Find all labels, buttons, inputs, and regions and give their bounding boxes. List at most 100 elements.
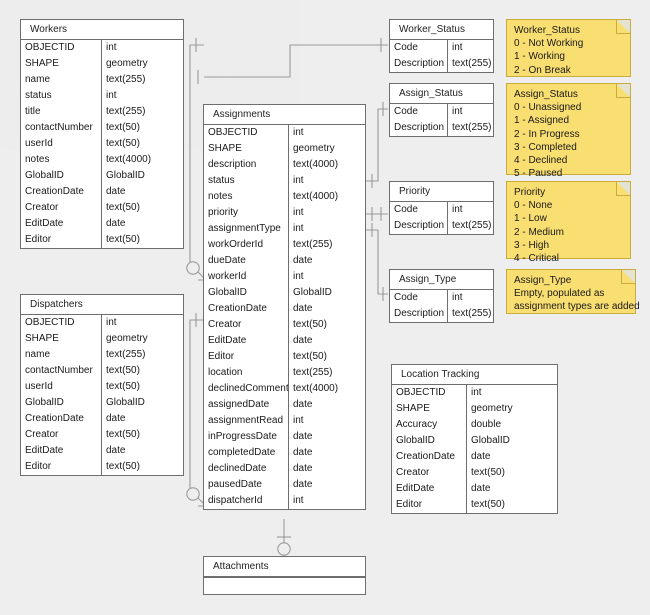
note-line: assignment types are added — [514, 301, 640, 313]
entity-title-priority: Priority — [390, 182, 493, 202]
note-heading: Priority — [514, 187, 546, 198]
note-line: 1 - Assigned — [514, 115, 570, 127]
entity-attachments[interactable]: Attachments — [203, 556, 366, 595]
field-name: OBJECTID — [21, 315, 102, 331]
field-type: text(50) — [471, 467, 505, 478]
field-type: int — [293, 495, 304, 506]
field-name: Editor — [21, 459, 102, 475]
field-type: geometry — [106, 58, 148, 69]
note-fold-corner-icon — [621, 270, 635, 284]
field-type: int — [452, 204, 463, 215]
field-name: name — [21, 347, 102, 363]
field-type: int — [106, 90, 117, 101]
field-name: assignmentType — [204, 221, 289, 237]
entity-title-assign-type: Assign_Type — [390, 270, 493, 290]
field-row: SHAPE geometry — [392, 401, 557, 417]
field-type: text(4000) — [293, 191, 339, 202]
field-type: text(50) — [106, 122, 140, 133]
field-name: Code — [390, 104, 448, 120]
field-name: name — [21, 72, 102, 88]
field-type: text(255) — [106, 74, 146, 85]
field-name: Code — [390, 40, 448, 56]
field-name: Description — [390, 306, 448, 322]
field-name: completedDate — [204, 445, 289, 461]
field-name: Creator — [392, 465, 467, 481]
field-type: int — [293, 127, 304, 138]
field-type: text(50) — [106, 365, 140, 376]
field-type: date — [106, 218, 126, 229]
field-type: date — [293, 447, 313, 458]
field-name: Description — [390, 56, 448, 72]
field-type: text(4000) — [293, 159, 339, 170]
field-name: SHAPE — [392, 401, 467, 417]
field-name: EditDate — [21, 216, 102, 232]
field-name: EditDate — [204, 333, 289, 349]
field-name: declinedComment — [204, 381, 289, 397]
field-type: GlobalID — [293, 287, 332, 298]
note-fold-corner-icon — [616, 182, 630, 196]
field-name: GlobalID — [392, 433, 467, 449]
note-line: 4 - Critical — [514, 253, 560, 265]
field-row: SHAPE geometry — [21, 56, 183, 72]
field-type: GlobalID — [471, 435, 510, 446]
note-line: Empty, populated as — [514, 288, 605, 300]
field-name: SHAPE — [21, 331, 102, 347]
field-name: description — [204, 157, 289, 173]
entity-title-attachments: Attachments — [204, 557, 365, 577]
note-line: 2 - In Progress — [514, 128, 580, 140]
field-name: Description — [390, 120, 448, 136]
field-name: GlobalID — [21, 168, 102, 184]
field-name: Code — [390, 290, 448, 306]
field-name: contactNumber — [21, 120, 102, 136]
field-type: date — [293, 335, 313, 346]
field-type: geometry — [471, 403, 513, 414]
field-name: SHAPE — [21, 56, 102, 72]
field-name: CreationDate — [21, 184, 102, 200]
field-type: geometry — [106, 333, 148, 344]
field-name: Description — [390, 218, 448, 234]
field-name: Editor — [204, 349, 289, 365]
note-line: 0 - None — [514, 200, 553, 212]
note-fold-corner-icon — [616, 20, 630, 34]
